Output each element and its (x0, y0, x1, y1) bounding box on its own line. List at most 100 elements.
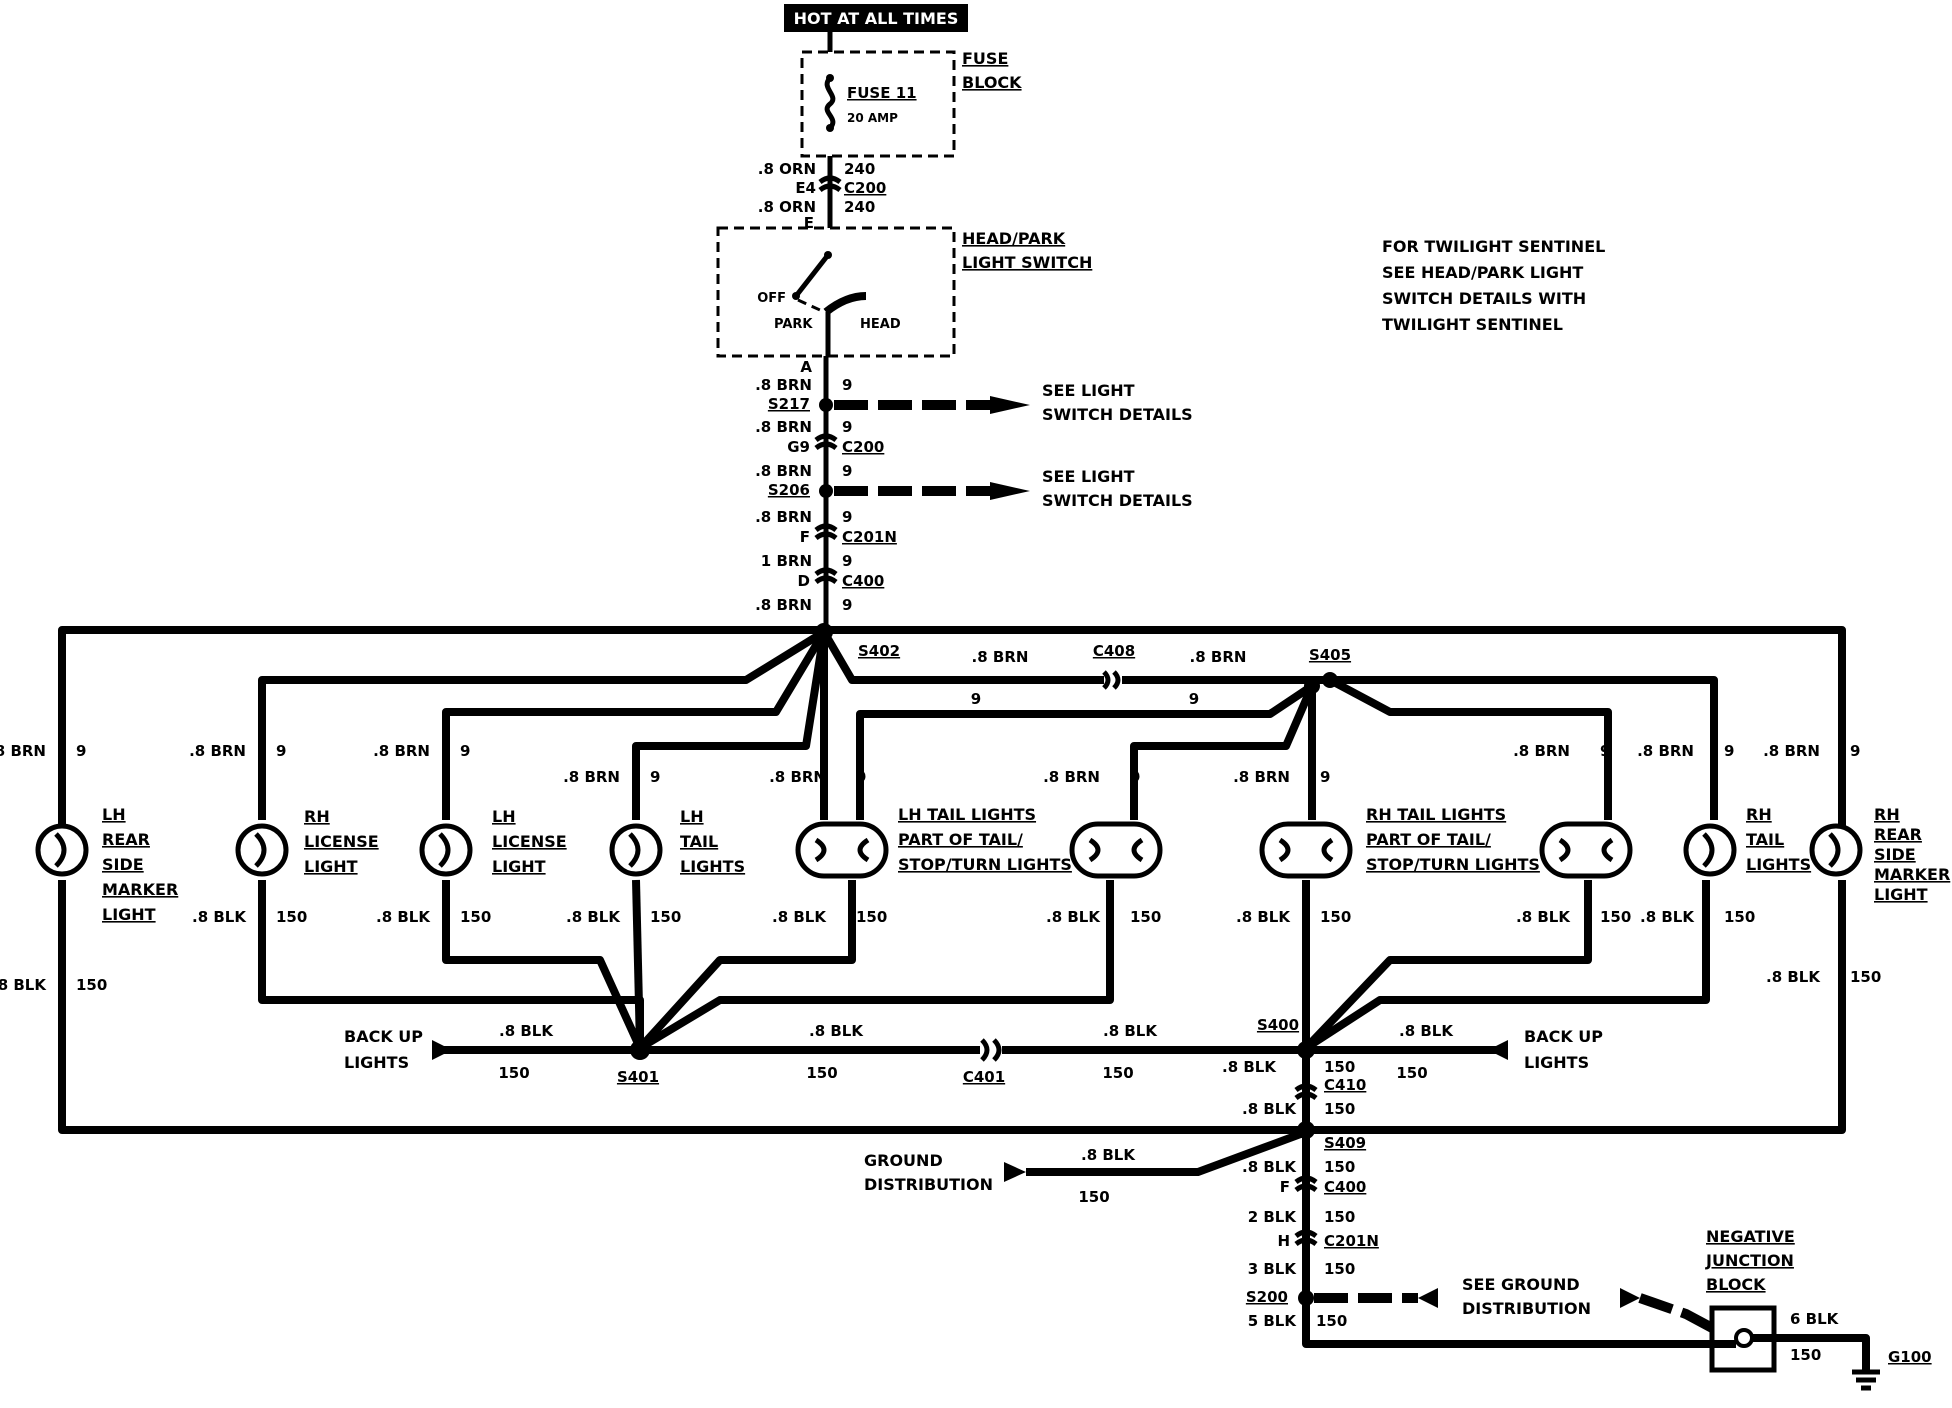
filament-icon (814, 837, 870, 863)
s402-to-c408-wire (820, 629, 1104, 684)
lamp-name-line: LIGHTS (1746, 855, 1811, 874)
filament-icon (1558, 837, 1614, 863)
w4-gauge: .8 BRN (755, 418, 812, 436)
t5-gauge: 3 BLK (1248, 1260, 1298, 1278)
lamp-out-circuit: 150 (1724, 908, 1755, 926)
w5-gauge: .8 BRN (755, 462, 812, 480)
lamp-in-circuit: 9 (650, 768, 660, 786)
lamp-in-gauge: .8 BRN (1763, 742, 1820, 760)
t1-gauge: .8 BLK (1242, 1100, 1297, 1118)
dual-bulb-icon (1539, 821, 1633, 879)
filament-icon (628, 832, 641, 868)
c201n-b-label: C201N (1324, 1232, 1379, 1250)
lamp-name-line: PART OF TAIL/ (1366, 830, 1491, 849)
c401-label: C401 (963, 1068, 1005, 1086)
t4-gauge: 2 BLK (1248, 1208, 1298, 1226)
lamp-out-gauge: .8 BLK (1236, 908, 1291, 926)
fuse-rating: 20 AMP (847, 111, 898, 125)
s206-splice (819, 484, 833, 498)
w7-gauge: 1 BRN (761, 552, 812, 570)
wire-240b-gauge: .8 ORN (758, 198, 816, 216)
c201n-connector-icon (814, 523, 838, 541)
lamp-out-circuit: 150 (650, 908, 681, 926)
lamp-out-gauge: .8 BLK (1046, 908, 1101, 926)
t2-gauge: .8 BLK (1242, 1158, 1297, 1176)
bus-gauge-1: .8 BLK (499, 1022, 554, 1040)
filament-icon (1828, 832, 1841, 868)
filament-icon (438, 832, 451, 868)
c201n-label: C201N (842, 528, 897, 546)
neg-junction-1: NEGATIVE (1706, 1227, 1795, 1246)
branch-lh-tail-lamp2-feed (856, 682, 1315, 820)
lamp-name-line: RH (1746, 805, 1772, 824)
lamp-out-circuit: 150 (1600, 908, 1631, 926)
lamp-name-line: LH (680, 807, 704, 826)
lamp-name-line: LIGHT (102, 905, 156, 924)
lamp-name-line: LIGHTS (680, 857, 745, 876)
w5-circuit: 9 (842, 462, 852, 480)
t6-circuit: 150 (1316, 1312, 1347, 1330)
s217-splice (819, 398, 833, 412)
branch-lh-tail-feed (632, 631, 828, 820)
fuse-name: FUSE 11 (847, 84, 917, 102)
w3-circuit: 9 (842, 376, 852, 394)
c408-connector-icon (1102, 670, 1121, 690)
c408-left-gauge: .8 BRN (972, 648, 1029, 666)
c408-right-circuit: 9 (1189, 690, 1199, 708)
c410-connector-icon (1294, 1083, 1318, 1101)
lamp-out-gauge: .8 BLK (1766, 968, 1821, 986)
lamp-out-gauge: .8 BLK (192, 908, 247, 926)
ground-rh-marker (1306, 880, 1846, 1134)
ground-dist-arrow-icon (1004, 1162, 1026, 1182)
lamp-out-circuit: 150 (1130, 908, 1161, 926)
lamp-name-line: LICENSE (304, 832, 379, 851)
ground-dist-1: GROUND (864, 1151, 943, 1170)
see-ground-1: SEE GROUND (1462, 1275, 1580, 1294)
ground-lh-tail (632, 879, 644, 1049)
g100-circuit: 150 (1790, 1346, 1821, 1364)
s200-label: S200 (1246, 1288, 1288, 1306)
lamp-name-line: LIGHT (492, 857, 546, 876)
s206-arrow-icon (990, 482, 1030, 500)
lamp-name-line: TAIL (1746, 830, 1784, 849)
neg-junction-3: BLOCK (1706, 1275, 1766, 1294)
c200b-connector-icon (814, 433, 838, 451)
ground-rh-tail (1303, 880, 1710, 1052)
back-up-left-2: LIGHTS (344, 1053, 409, 1072)
c200-connector-icon (818, 175, 842, 193)
lamp-in-gauge: .8 BRN (769, 768, 826, 786)
filament-icon (54, 832, 67, 868)
branch-lamp6-feed (1130, 684, 1316, 820)
switch-blade-icon (794, 253, 830, 298)
lamp-out-circuit: 150 (1850, 968, 1881, 986)
see-light-2b: SWITCH DETAILS (1042, 491, 1193, 510)
lamp-out-circuit: 150 (276, 908, 307, 926)
ground-lh-license (442, 880, 644, 1050)
lamp-out-gauge: .8 BLK (566, 908, 621, 926)
bus-circuit-1: 150 (498, 1064, 529, 1082)
lamp-name-line: REAR (102, 830, 150, 849)
s217-arrow-icon (990, 396, 1030, 414)
fuse-element-icon (824, 76, 836, 130)
w6-circuit: 9 (842, 508, 852, 526)
s200-to-junction-wire (1638, 1293, 1719, 1335)
fuse-block-box (800, 50, 956, 158)
c201n-b-connector-icon (1294, 1229, 1318, 1247)
switch-label-1: HEAD/PARK (962, 229, 1066, 248)
lamp-out-circuit: 150 (460, 908, 491, 926)
filament-icon (1702, 832, 1715, 868)
w8-circuit: 9 (842, 596, 852, 614)
lamp-out-gauge: .8 BLK (1516, 908, 1571, 926)
bus-gauge-2: .8 BLK (809, 1022, 864, 1040)
ground-dist-circuit: 150 (1078, 1188, 1109, 1206)
lamp-name-line: LIGHT (304, 857, 358, 876)
fuse-terminal-bottom (826, 124, 834, 132)
back-up-left-arrow-icon (432, 1040, 452, 1060)
c200b-label: C200 (842, 438, 884, 456)
